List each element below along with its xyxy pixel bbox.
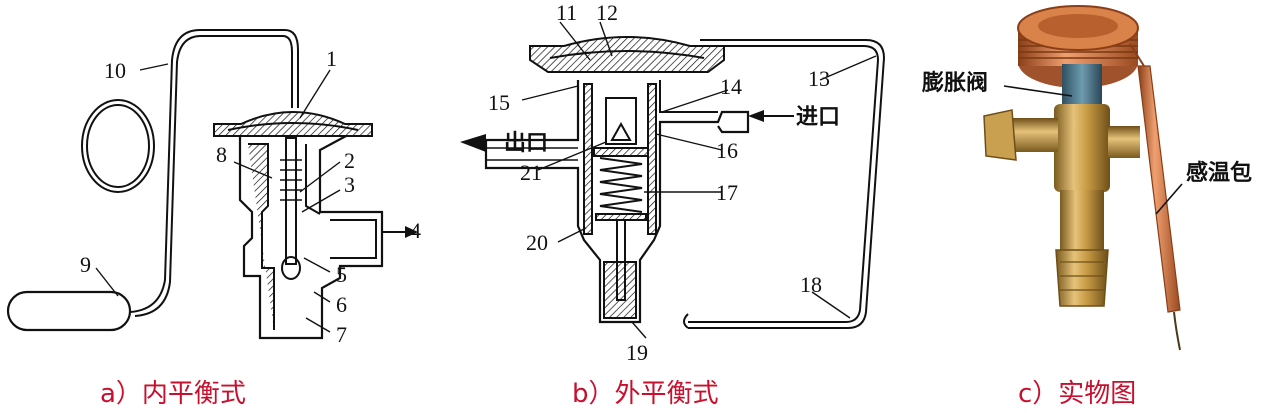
panel-a-labels: 1 2 3 4 5 6 7 8 9 10 (80, 46, 421, 347)
label-b-13: 13 (808, 66, 830, 91)
caption-c: c）实物图 (1018, 379, 1136, 409)
label-b-18: 18 (800, 272, 822, 297)
outlet-label: 出口 (504, 131, 548, 156)
label-a-6: 6 (336, 292, 347, 317)
label-a-5: 5 (336, 262, 347, 287)
label-a-10: 10 (104, 58, 126, 83)
label-a-9: 9 (80, 252, 91, 277)
panel-b-diagram (460, 21, 886, 339)
sensing-bulb (6, 290, 132, 332)
bulb-label: 感温包 (1186, 160, 1252, 186)
label-a-8: 8 (216, 142, 227, 167)
outlet-arrow (460, 134, 486, 152)
push-rod (285, 137, 297, 265)
capillary-tube (129, 29, 299, 313)
label-b-17: 17 (716, 180, 738, 205)
valve-body (484, 80, 750, 324)
label-b-21: 21 (520, 160, 542, 185)
label-b-11: 11 (556, 0, 577, 25)
inlet-label: 进口 (796, 105, 840, 130)
label-b-20: 20 (526, 230, 548, 255)
panel-b-labels: 11 12 13 14 15 16 17 18 19 20 21 出口 进口 (488, 0, 840, 365)
spring (599, 157, 643, 213)
panel-c-labels: 膨胀阀 感温包 (921, 71, 1252, 186)
label-a-4: 4 (410, 218, 421, 243)
panel-a-diagram (6, 29, 418, 340)
valve-label: 膨胀阀 (921, 71, 988, 96)
equalizer-tube (688, 45, 880, 323)
label-b-15: 15 (488, 90, 510, 115)
diaphragm-head (213, 111, 373, 137)
label-b-14: 14 (720, 74, 742, 99)
caption-a: a）内平衡式 (100, 379, 246, 409)
label-b-12: 12 (596, 0, 618, 25)
caption-b: b）外平衡式 (572, 379, 719, 409)
label-a-3: 3 (344, 172, 355, 197)
label-b-16: 16 (716, 138, 738, 163)
valve-needle (281, 256, 301, 280)
label-b-19: 19 (626, 340, 648, 365)
diaphragm-head (529, 36, 725, 73)
valve-body (238, 135, 384, 340)
inlet-arrow (748, 110, 764, 122)
label-a-1: 1 (326, 46, 337, 71)
label-a-2: 2 (344, 148, 355, 173)
capillary-coil (81, 99, 155, 193)
panel-c-photo (983, 5, 1183, 351)
label-a-7: 7 (336, 322, 347, 347)
